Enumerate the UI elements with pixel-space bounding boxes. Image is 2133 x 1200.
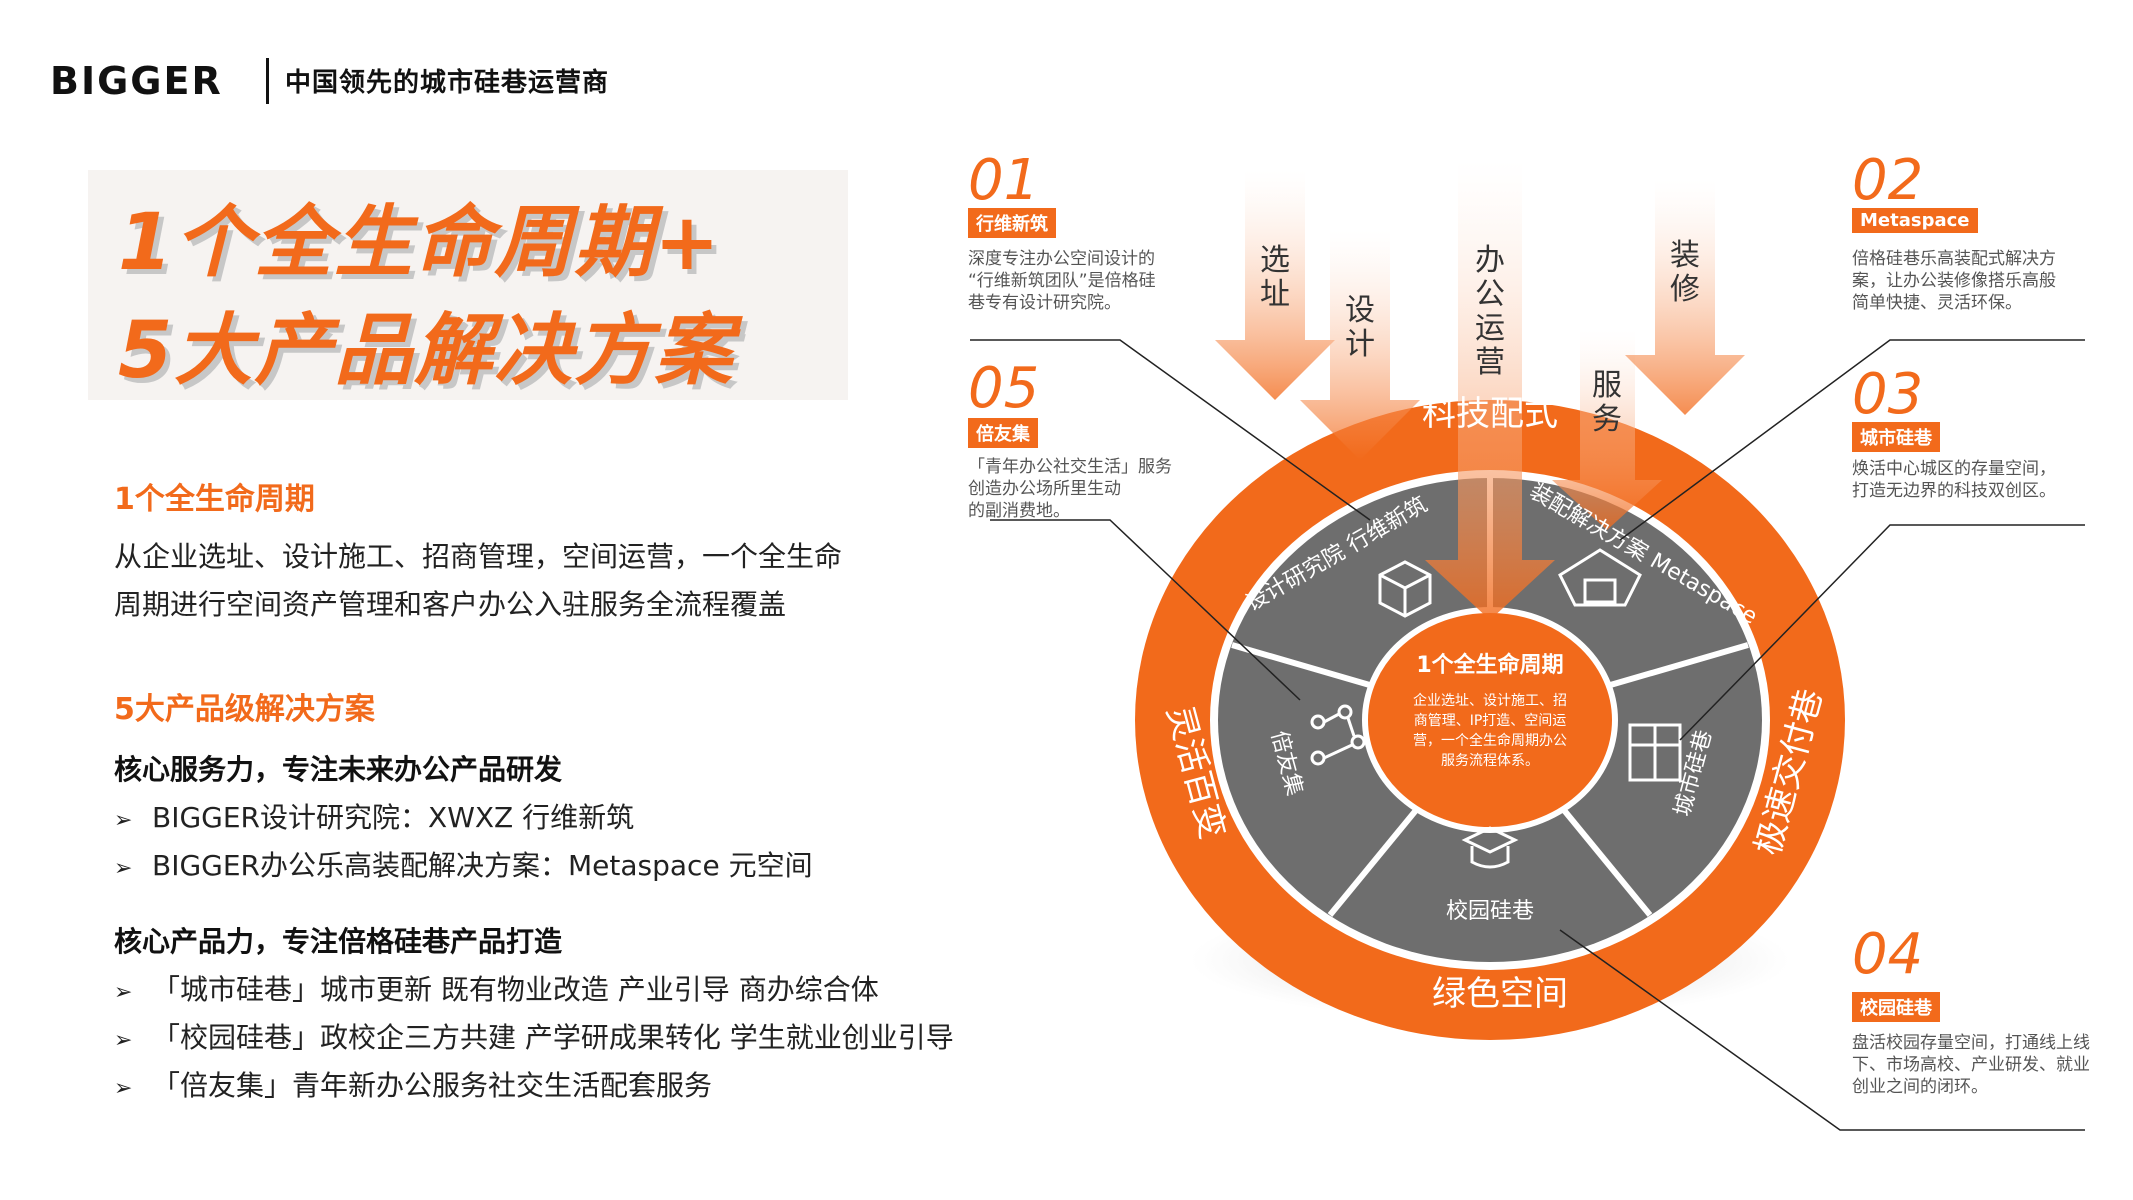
annotation-02-badge: Metaspace: [1852, 208, 1978, 233]
arrow-label-decoration: 装修: [1670, 238, 1700, 307]
group2-item-3-text: 「倍友集」青年新办公服务社交生活配套服务: [152, 1069, 713, 1102]
bullet-arrow-icon: ➢: [114, 856, 133, 881]
annotation-05-desc: 「青年办公社交生活」服务创造办公场所里生动的副消费地。: [968, 457, 1172, 521]
building-icon: [1628, 723, 1682, 782]
bullet-arrow-icon: ➢: [114, 1028, 133, 1053]
ring-label-tech: 科技配式: [1422, 394, 1558, 434]
annotation-03-number: 03: [1852, 362, 1924, 427]
group2-item-2: ➢ 「校园硅巷」政校企三方共建 产学研成果转化 学生就业创业引导: [114, 1016, 954, 1056]
group2-item-1-text: 「城市硅巷」城市更新 既有物业改造 产业引导 商办综合体: [152, 973, 879, 1006]
hero-line-2: 5大产品解决方案: [118, 306, 735, 396]
group1-item-2-text: BIGGER办公乐高装配解决方案：Metaspace 元空间: [152, 849, 813, 882]
bullet-arrow-icon: ➢: [114, 808, 133, 833]
annotation-04-number: 04: [1852, 922, 1924, 987]
house-icon: [1558, 548, 1642, 607]
bigger-logo: BIGGER: [50, 59, 223, 102]
group1-item-2: ➢ BIGGER办公乐高装配解决方案：Metaspace 元空间: [114, 844, 813, 884]
annotation-03-badge: 城市硅巷: [1852, 422, 1940, 452]
arrow-label-operations: 办公运营: [1475, 243, 1505, 380]
cube-icon: [1378, 560, 1432, 618]
center-text-3: 营，一个全生命周期办公: [1413, 732, 1567, 749]
annotation-01-badge: 行维新筑: [968, 208, 1056, 238]
graduation-cap-icon: [1461, 826, 1519, 869]
arrow-site-selection: [1215, 170, 1335, 400]
logo-text: BIGGER: [50, 59, 223, 102]
leader-lines: [970, 339, 2085, 1131]
bullet-arrow-icon: ➢: [114, 1076, 133, 1101]
hero-line-1: 1个全生命周期+: [118, 198, 722, 288]
group2-title: 核心产品力，专注倍格硅巷产品打造: [114, 925, 563, 958]
bullet-arrow-icon: ➢: [114, 980, 133, 1005]
arrow-label-design: 设计: [1345, 293, 1375, 362]
annotation-01-desc: 深度专注办公空间设计的“行维新筑团队”是倍格硅巷专有设计研究院。: [968, 249, 1156, 313]
arrow-decoration: [1625, 180, 1745, 415]
arrow-labels: 选址 设计 办公运营 服务 装修: [1260, 238, 1700, 437]
group1-item-1-text: BIGGER设计研究院：XWXZ 行维新筑: [152, 801, 635, 834]
center-text-2: 商管理、IP打造、空间运: [1414, 712, 1567, 729]
arrow-design: [1300, 230, 1420, 460]
group2-item-1: ➢ 「城市硅巷」城市更新 既有物业改造 产业引导 商办综合体: [114, 968, 879, 1008]
hero-title-block: 1个全生命周期+ 5大产品解决方案: [88, 170, 848, 400]
annotation-03-desc: 焕活中心城区的存量空间，打造无边界的科技双创区。: [1852, 459, 2056, 501]
segment-label-campus: 校园硅巷: [1446, 899, 1534, 924]
arrow-operations: [1425, 160, 1555, 620]
header-tagline: 中国领先的城市硅巷运营商: [285, 68, 610, 98]
header-divider: [266, 58, 269, 104]
section2-heading: 5大产品级解决方案: [114, 692, 375, 727]
section1-paragraph-2: 周期进行空间资产管理和客户办公入驻服务全流程覆盖: [114, 588, 787, 621]
annotation-04-desc: 盘活校园存量空间，打通线上线下、市场高校、产业研发、就业创业之间的闭环。: [1852, 1033, 2090, 1097]
annotation-01-number: 01: [968, 148, 1040, 213]
center-text-4: 服务流程体系。: [1441, 753, 1539, 769]
center-title: 1个全生命周期: [1416, 652, 1563, 678]
annotation-05-badge: 倍友集: [968, 418, 1038, 448]
section1-heading: 1个全生命周期: [114, 482, 315, 517]
group1-title: 核心服务力，专注未来办公产品研发: [114, 753, 563, 786]
input-arrows: [1215, 160, 1745, 620]
annotation-04-badge: 校园硅巷: [1852, 992, 1940, 1022]
arrow-label-site: 选址: [1260, 243, 1290, 312]
group2-item-3: ➢ 「倍友集」青年新办公服务社交生活配套服务: [114, 1064, 712, 1104]
arrow-label-service: 服务: [1592, 368, 1622, 437]
annotation-02-desc: 倍格硅巷乐高装配式解决方案，让办公装修像搭乐高般简单快捷、灵活环保。: [1852, 249, 2056, 313]
group2-item-2-text: 「校园硅巷」政校企三方共建 产学研成果转化 学生就业创业引导: [152, 1021, 954, 1054]
ring-label-green: 绿色空间: [1432, 974, 1568, 1014]
annotation-02-number: 02: [1852, 148, 1924, 213]
network-icon: [1310, 704, 1366, 766]
section1-paragraph-1: 从企业选址、设计施工、招商管理，空间运营，一个全生命: [114, 540, 843, 573]
arrow-service: [1552, 330, 1662, 530]
annotation-05-number: 05: [968, 356, 1040, 421]
center-text-1: 企业选址、设计施工、招: [1413, 692, 1567, 709]
group1-item-1: ➢ BIGGER设计研究院：XWXZ 行维新筑: [114, 796, 634, 836]
